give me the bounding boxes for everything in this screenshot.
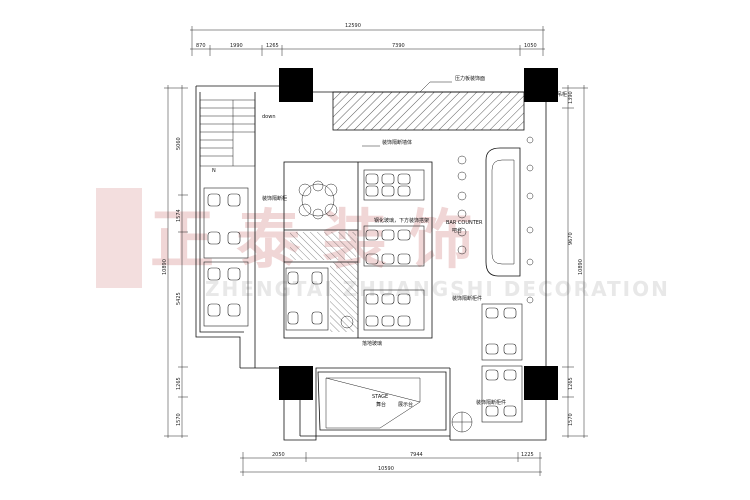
dim-top-seg-4: 7390 (392, 43, 405, 49)
dimension-top: 12590 870 1990 1265 7390 1050 (190, 23, 545, 56)
watermark-logo-box (96, 188, 142, 288)
column-top-left (279, 68, 313, 102)
dim-top-seg-5: 1050 (524, 43, 537, 49)
dimension-left: 10890 5060 1574 5425 1265 1570 (162, 85, 188, 438)
dim-left-seg-2: 1574 (176, 209, 182, 222)
dim-bottom-seg-2: 7944 (410, 452, 423, 458)
dim-top-total: 12590 (345, 23, 361, 29)
label-bar-counter-cn: 吧台 (452, 227, 462, 234)
dim-bottom-seg-1: 2050 (272, 452, 285, 458)
dim-right-seg-3: 1265 (568, 377, 574, 390)
dim-top-seg-3: 1265 (266, 43, 279, 49)
dim-left-seg-1: 5060 (176, 137, 182, 150)
dim-left-seg-5: 1570 (176, 413, 182, 426)
dim-left-seg-4: 1265 (176, 377, 182, 390)
dim-right-total: 10890 (578, 259, 584, 275)
column-bottom-left (279, 366, 313, 400)
dim-top-seg-1: 870 (196, 43, 206, 49)
label-window-glass: 落地玻璃 (362, 340, 382, 347)
dimension-bottom: 2050 7944 1225 10590 (240, 452, 542, 476)
north-label: N (212, 168, 216, 174)
dim-bottom-seg-3: 1225 (521, 452, 534, 458)
round-mark (340, 315, 354, 329)
stair-down-label: down (262, 114, 276, 120)
label-stage-cn: 舞台 (376, 401, 386, 408)
dim-right-seg-2: 9670 (568, 232, 574, 245)
booth-seats (203, 169, 523, 423)
label-cabinet-right-lower: 装饰隔断柜件 (476, 399, 506, 406)
hatched-partition (290, 232, 356, 260)
dim-left-total: 10890 (162, 259, 168, 275)
label-glass-partition: 钢化玻璃，下方装饰搭架 (374, 217, 429, 224)
label-stage: STAGE (372, 394, 388, 400)
watermark-en: ZHENGTAI ZHUANGSHI DECORATION (205, 277, 670, 301)
stage: STAGE 舞台 展示台 (317, 371, 473, 433)
label-top-bar: 压力板装饰面 (455, 75, 485, 82)
dim-left-seg-3: 5425 (176, 292, 182, 305)
round-table (301, 183, 335, 217)
staircase: down N (199, 99, 276, 174)
dimension-right: 10890 1390 9670 1265 1570 (562, 85, 588, 438)
dim-right-seg-4: 1570 (568, 413, 574, 426)
label-bar-counter: BAR COUNTER (446, 220, 483, 226)
column-top-right (524, 68, 558, 102)
label-platform: 展示台 (398, 401, 413, 408)
column-bottom-right (524, 366, 558, 400)
hatched-partition-2 (330, 262, 358, 332)
label-cabinet-left: 装饰隔断柜 (262, 195, 287, 202)
central-block: 装饰隔断墙体 钢化玻璃，下方装饰搭架 落地玻璃 (283, 139, 433, 347)
label-cabinet-right: 装饰隔断柜件 (452, 295, 482, 302)
hatched-panel-top (332, 91, 525, 131)
dim-right-seg-1: 1390 (568, 91, 574, 104)
bar-counter: BAR COUNTER 吧台 (446, 136, 534, 304)
label-scale-note: 吊柜 (557, 91, 567, 98)
label-decor-wall: 装饰隔断墙体 (382, 139, 412, 146)
dim-bottom-total: 10590 (378, 466, 394, 472)
dim-top-seg-2: 1990 (230, 43, 243, 49)
